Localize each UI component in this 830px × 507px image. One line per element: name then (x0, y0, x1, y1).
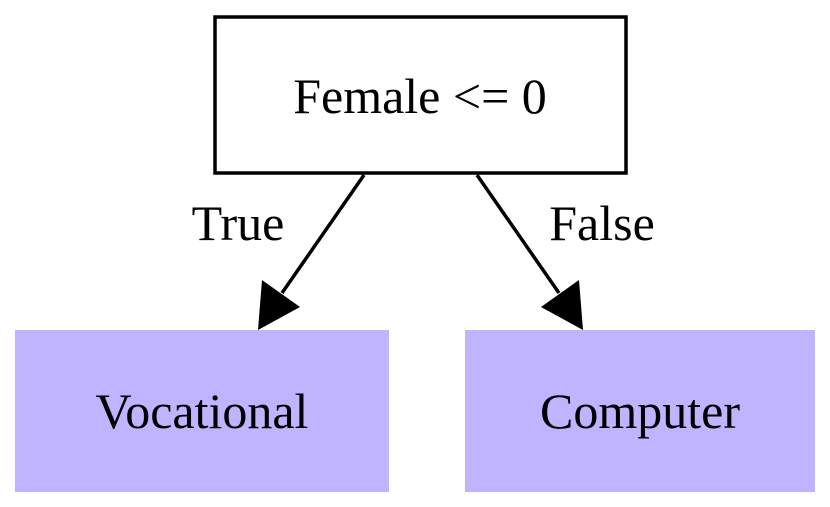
leaf-node-computer: Computer (465, 330, 815, 492)
edge-false-label: False (549, 195, 655, 251)
leaf-node-computer-label: Computer (540, 383, 740, 439)
root-node-label: Female <= 0 (293, 68, 547, 124)
root-node-box (213, 15, 628, 175)
leaf-node-vocational-box (15, 330, 389, 492)
edge-false-line (475, 174, 561, 294)
leaf-node-vocational: Vocational (15, 330, 389, 492)
edge-false-arrowhead (541, 280, 583, 330)
edge-true-line (280, 174, 366, 294)
leaf-node-computer-box (465, 330, 815, 492)
root-node: Female <= 0 (213, 15, 628, 175)
leaf-node-vocational-label: Vocational (96, 383, 309, 439)
edge-true: True (192, 174, 366, 330)
edge-true-arrowhead (258, 280, 300, 330)
edge-false: False (475, 174, 655, 330)
edge-true-label: True (192, 195, 285, 251)
